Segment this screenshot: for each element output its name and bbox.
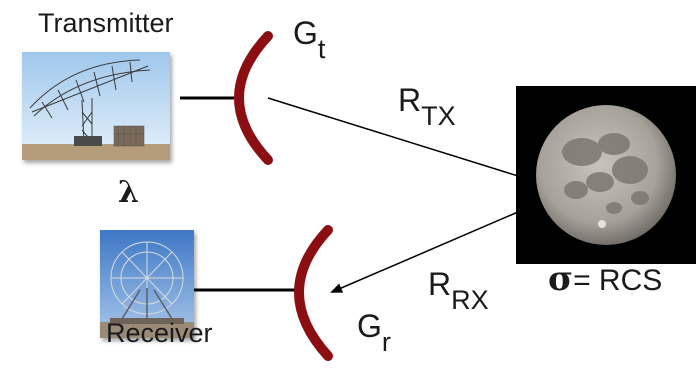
range-tx-label: RTX bbox=[398, 82, 456, 130]
transmitter-label: Transmitter bbox=[38, 8, 174, 38]
range-rx-subscript: RX bbox=[451, 285, 489, 315]
sigma-symbol: σ bbox=[548, 259, 574, 299]
receiver-antenna-photo bbox=[100, 230, 194, 338]
transmitter-dish bbox=[234, 31, 273, 165]
transmitter-antenna-photo bbox=[22, 52, 170, 160]
radar-cross-section-label: σ= RCS bbox=[548, 262, 662, 296]
gain-rx-subscript: r bbox=[381, 327, 391, 357]
range-rx-arrow bbox=[330, 211, 519, 293]
range-tx-line bbox=[267, 97, 519, 177]
moon-target-photo bbox=[516, 86, 696, 264]
receiver-dish bbox=[294, 225, 333, 361]
range-tx-symbol: R bbox=[398, 82, 422, 118]
receiver-label: Receiver bbox=[106, 318, 213, 348]
receiver-gain-label: Gr bbox=[357, 308, 391, 356]
gain-tx-symbol: G bbox=[293, 15, 318, 51]
gain-rx-symbol: G bbox=[357, 308, 382, 344]
range-tx-subscript: TX bbox=[421, 101, 456, 131]
gain-tx-subscript: t bbox=[317, 34, 326, 64]
range-rx-symbol: R bbox=[428, 266, 452, 302]
rcs-text: = RCS bbox=[573, 264, 663, 297]
range-rx-label: RRX bbox=[428, 266, 489, 314]
transmitter-gain-label: Gt bbox=[293, 15, 325, 63]
wavelength-label: λ bbox=[118, 175, 140, 210]
